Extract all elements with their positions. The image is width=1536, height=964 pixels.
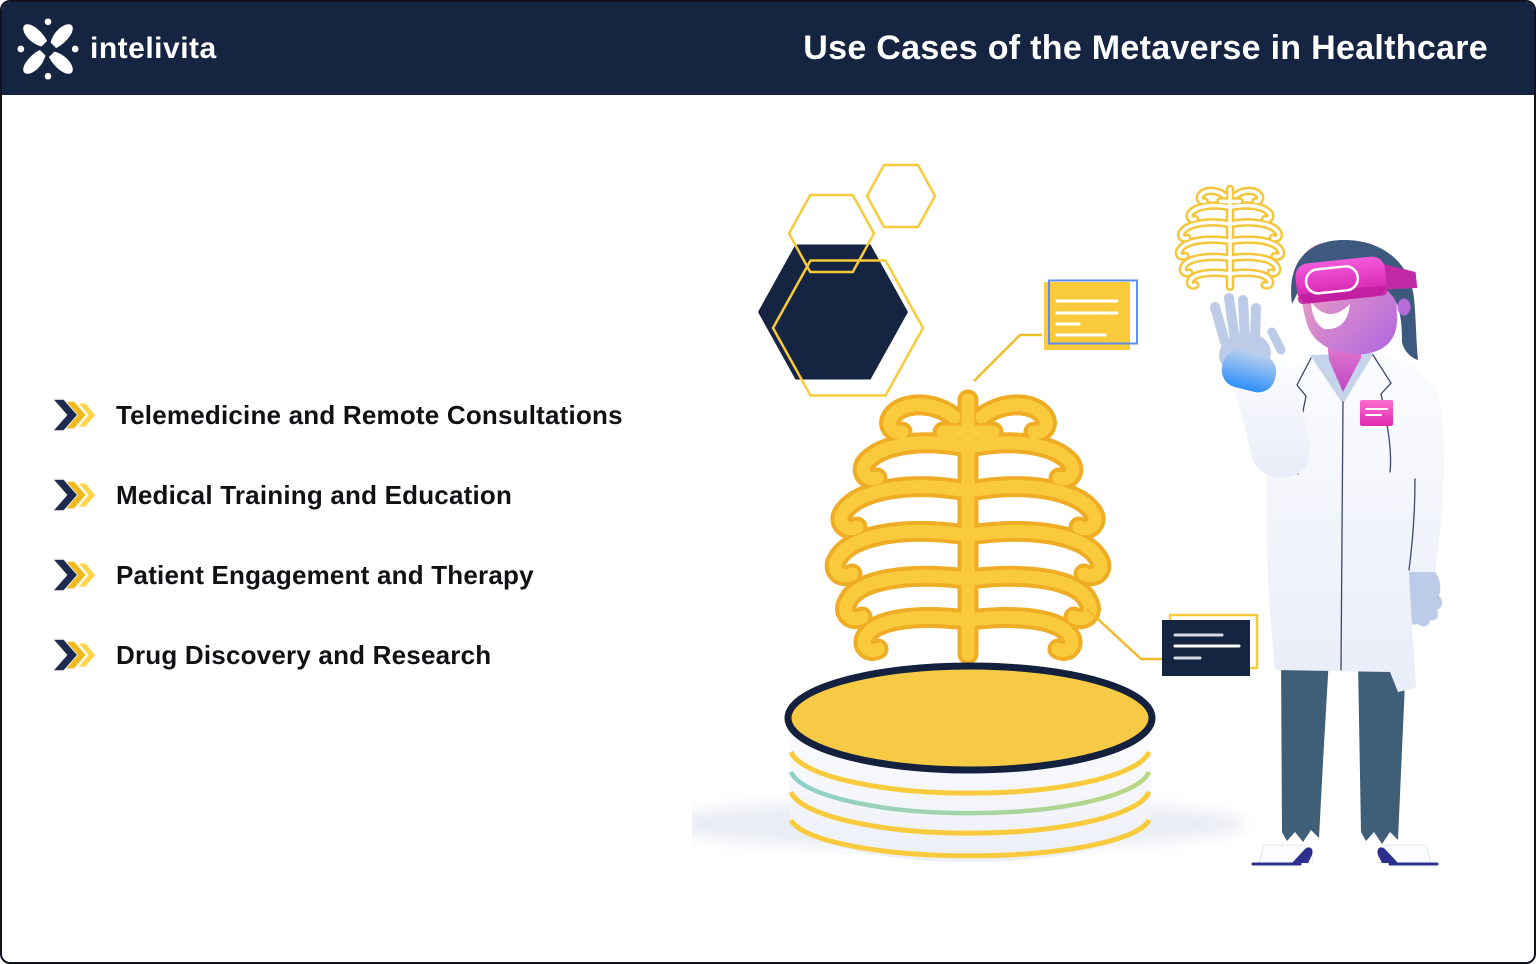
list-item: Telemedicine and Remote Consultations (54, 394, 623, 436)
rib-cage-large-icon (835, 400, 1101, 654)
hexagon-cluster-icon (758, 163, 937, 397)
intelivita-star-icon (17, 17, 79, 80)
list-item: Patient Engagement and Therapy (54, 554, 623, 596)
list-item: Medical Training and Education (54, 474, 623, 516)
page-title: Use Cases of the Metaverse in Healthcare (803, 29, 1488, 67)
brand-name: intelivita (90, 31, 217, 65)
yellow-info-card (973, 279, 1138, 382)
raised-gloved-hand (1210, 293, 1286, 393)
rib-cage-small-icon (1179, 189, 1281, 287)
healthcare-metaverse-illustration (692, 163, 1445, 866)
list-item-label: Medical Training and Education (116, 479, 513, 510)
list-item-label: Patient Engagement and Therapy (116, 559, 534, 590)
use-case-list: Telemedicine and Remote Consultations Me… (54, 394, 623, 676)
list-item: Drug Discovery and Research (54, 634, 623, 676)
triple-chevron-bullet-icon (54, 559, 96, 591)
vr-headset-icon (1295, 256, 1418, 304)
triple-chevron-bullet-icon (54, 639, 96, 671)
doctor-with-vr-headset (1210, 240, 1445, 866)
navy-info-card (1086, 608, 1259, 676)
header-bar: intelivita Use Cases of the Metaverse in… (2, 2, 1534, 95)
triple-chevron-bullet-icon (54, 479, 96, 511)
triple-chevron-bullet-icon (54, 399, 96, 431)
name-badge (1360, 400, 1393, 426)
list-item-label: Drug Discovery and Research (116, 639, 492, 670)
brand-logo: intelivita (16, 17, 217, 81)
list-item-label: Telemedicine and Remote Consultations (116, 399, 623, 430)
petri-dish-icon (692, 662, 1247, 862)
